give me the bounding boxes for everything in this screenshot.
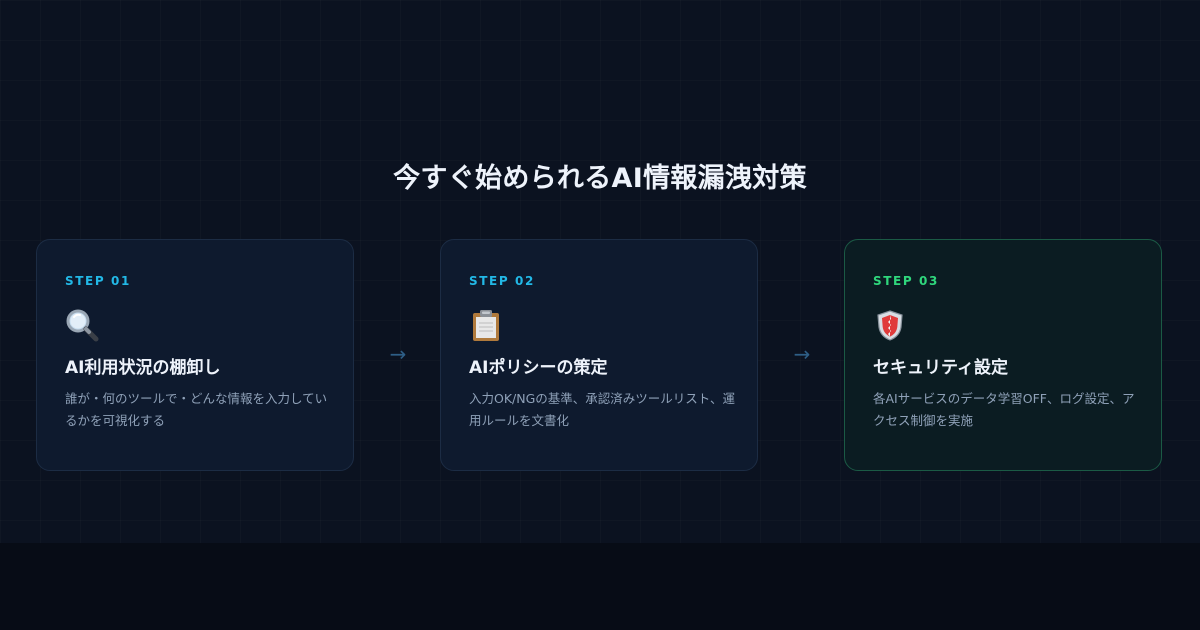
step-description: 誰が・何のツールで・どんな情報を入力しているかを可視化する [65, 391, 328, 428]
step-card-01: STEP 01 AI利用状況の棚卸し 誰が・何のツールで・どんな情報を入力してい… [36, 239, 354, 471]
step-title: セキュリティ設定 [873, 358, 1008, 378]
magnifying-glass-icon [66, 309, 99, 342]
footer-band [0, 543, 1200, 630]
step-title: AI利用状況の棚卸し [65, 358, 221, 378]
page-title: 今すぐ始められるAI情報漏洩対策 [393, 163, 807, 194]
step-label: STEP 03 [873, 274, 939, 288]
arrow-icon: → [793, 342, 811, 366]
arrow-icon: → [389, 342, 407, 366]
step-description: 入力OK/NGの基準、承認済みツールリスト、運用ルールを文書化 [469, 391, 736, 428]
step-label: STEP 02 [469, 274, 535, 288]
step-label: STEP 01 [65, 274, 131, 288]
step-card-03: STEP 03 セキュリティ設定 各AIサービスのデータ学習OFF、ログ設定、ア… [844, 239, 1162, 471]
step-title: AIポリシーの策定 [469, 358, 608, 378]
clipboard-icon [473, 310, 499, 341]
step-card-02: STEP 02 AIポリシーの策定 入力OK/NGの基準、承認済みツールリスト、… [440, 239, 758, 471]
step-description: 各AIサービスのデータ学習OFF、ログ設定、アクセス制御を実施 [873, 391, 1135, 428]
shield-icon [877, 310, 903, 341]
